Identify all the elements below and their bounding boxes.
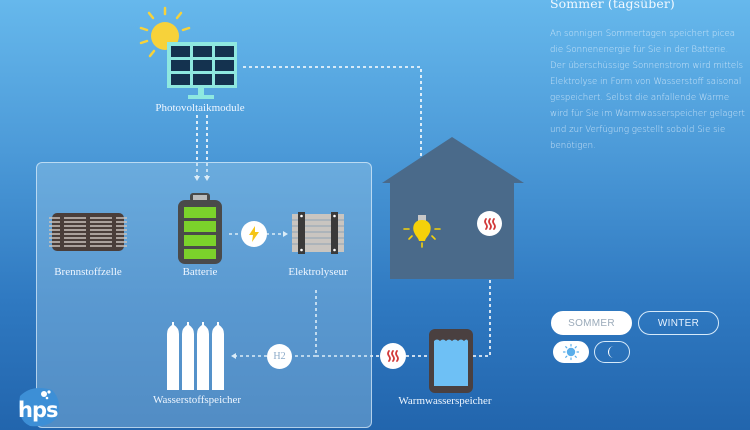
season-winter-button[interactable]: WINTER — [638, 311, 719, 335]
gas-cylinders-icon — [167, 322, 224, 390]
battery-label: Batterie — [182, 266, 218, 278]
season-winter-label: WINTER — [657, 317, 700, 329]
battery-icon — [178, 193, 222, 264]
flow-tank-house — [473, 252, 491, 357]
heat-badge — [380, 343, 406, 369]
heat-waves-icon — [483, 217, 496, 230]
hot-water-label: Warmwasserspeicher — [398, 395, 492, 407]
info-title: Sommer (tagsüber) — [550, 0, 675, 11]
day-button[interactable] — [553, 341, 589, 363]
solar-panel-icon — [139, 6, 237, 99]
electrolyzer-icon — [292, 212, 344, 254]
house-icon — [382, 137, 524, 279]
fuel-cell-icon — [49, 213, 127, 251]
hydrogen-badge-text: H2 — [273, 351, 286, 362]
season-summer-button[interactable]: SOMMER — [551, 311, 632, 335]
electricity-badge — [241, 221, 267, 247]
arrow-to-electrolyzer — [283, 231, 288, 237]
sun-icon — [562, 343, 580, 361]
arrow-to-h2-storage — [231, 353, 236, 359]
arrow-pv-battery-left — [194, 176, 200, 181]
hydrogen-badge: H2 — [267, 344, 292, 369]
house-heat-badge — [477, 211, 502, 236]
info-panel: Sommer (tagsüber) An sonnigen Sommertage… — [550, 0, 745, 154]
light-bulb-icon — [403, 215, 441, 248]
h2-storage-label: Wasserstoffspeicher — [152, 394, 242, 406]
hps-logo-text: hps — [18, 398, 58, 422]
pv-label: Photovoltaikmodule — [155, 102, 245, 114]
lightning-icon — [249, 226, 259, 242]
fuel-cell-label: Brennstoffzelle — [54, 266, 122, 278]
night-button[interactable] — [594, 341, 630, 363]
season-summer-label: SOMMER — [568, 317, 615, 329]
water-tank-icon — [429, 329, 473, 393]
arrow-pv-battery-right — [204, 176, 210, 181]
info-text: An sonnigen Sommertagen speichert picea … — [550, 29, 745, 151]
hps-logo — [19, 388, 60, 427]
moon-icon — [608, 346, 614, 358]
electrolyzer-label: Elektrolyseur — [288, 266, 348, 278]
heat-waves-icon — [387, 350, 399, 362]
